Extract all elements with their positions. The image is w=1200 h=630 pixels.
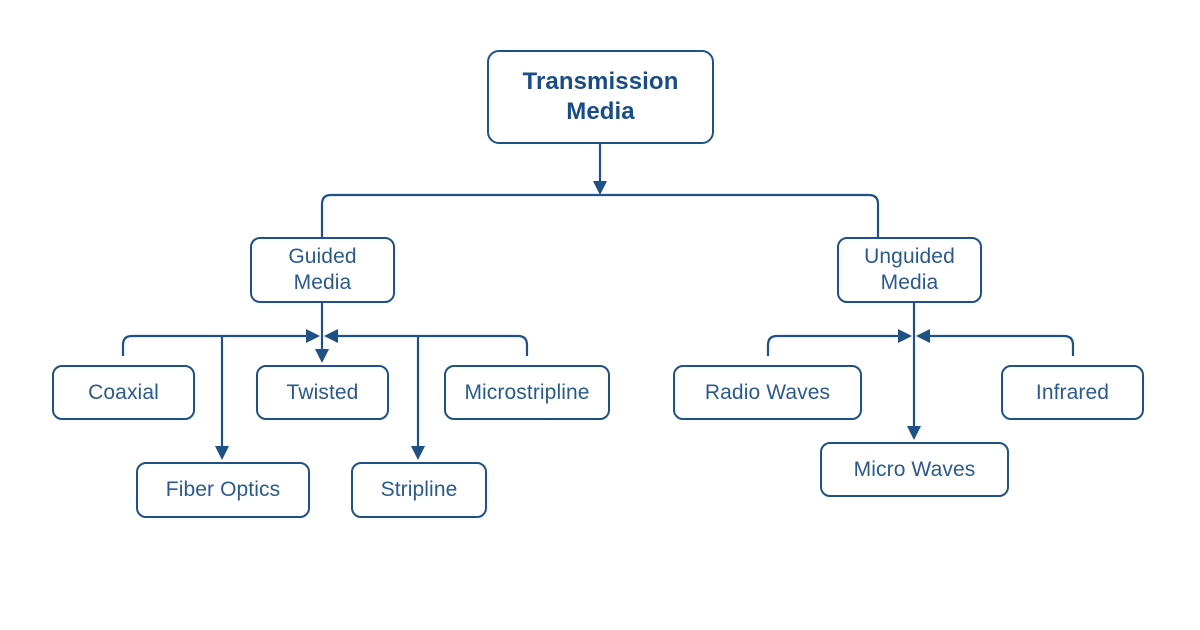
node-unguided-media[interactable]: Unguided Media [837,237,982,303]
edge-bus-to-radio-waves [766,328,913,356]
node-fiber-optics[interactable]: Fiber Optics [136,462,310,518]
node-twisted[interactable]: Twisted [256,365,389,420]
node-coaxial[interactable]: Coaxial [52,365,195,420]
node-transmission-media[interactable]: Transmission Media [487,50,714,144]
node-radio-waves[interactable]: Radio Waves [673,365,862,420]
edge-bus-to-microstripline [323,328,529,356]
edge-bus-to-guided [320,193,880,237]
node-microstripline[interactable]: Microstripline [444,365,610,420]
node-stripline[interactable]: Stripline [351,462,487,518]
edge-bus-to-coaxial [121,328,321,356]
node-guided-media[interactable]: Guided Media [250,237,395,303]
edge-bus-to-infrared [915,328,1075,356]
node-micro-waves[interactable]: Micro Waves [820,442,1009,497]
node-infrared[interactable]: Infrared [1001,365,1144,420]
